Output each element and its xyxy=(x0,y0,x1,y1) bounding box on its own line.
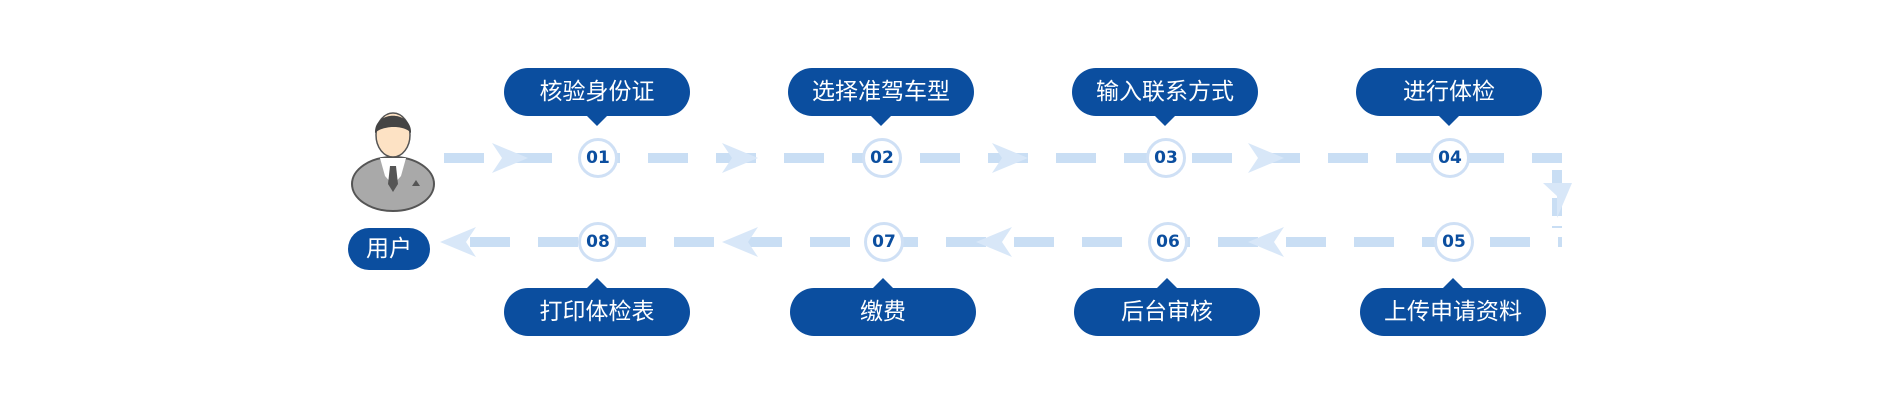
user-avatar-icon xyxy=(351,112,435,212)
arrow-left-icon xyxy=(976,227,1012,257)
arrow-left-icon xyxy=(722,227,758,257)
arrow-right-icon xyxy=(492,143,528,173)
step-06-label: 后台审核 xyxy=(1074,278,1260,336)
step-03-label: 输入联系方式 xyxy=(1072,68,1258,126)
step-07-label: 缴费 xyxy=(790,278,976,336)
step-03-number: 03 xyxy=(1146,138,1186,178)
arrow-left-icon xyxy=(440,227,476,257)
step-05-number: 05 xyxy=(1434,222,1474,262)
arrow-down-icon xyxy=(1543,183,1572,218)
step-01-label: 核验身份证 xyxy=(504,68,690,126)
step-02-label: 选择准驾车型 xyxy=(788,68,974,126)
step-04-label: 进行体检 xyxy=(1356,68,1542,126)
step-07-number: 07 xyxy=(864,222,904,262)
step-02-number: 02 xyxy=(862,138,902,178)
arrow-right-icon xyxy=(992,143,1028,173)
user-label: 用户 xyxy=(348,228,430,270)
arrow-left-icon xyxy=(1248,227,1284,257)
arrow-right-icon xyxy=(722,143,758,173)
step-08-label: 打印体检表 xyxy=(504,278,690,336)
arrow-right-icon xyxy=(1248,143,1284,173)
step-04-number: 04 xyxy=(1430,138,1470,178)
step-01-number: 01 xyxy=(578,138,618,178)
step-08-number: 08 xyxy=(578,222,618,262)
step-05-label: 上传申请资料 xyxy=(1360,278,1546,336)
step-06-number: 06 xyxy=(1148,222,1188,262)
